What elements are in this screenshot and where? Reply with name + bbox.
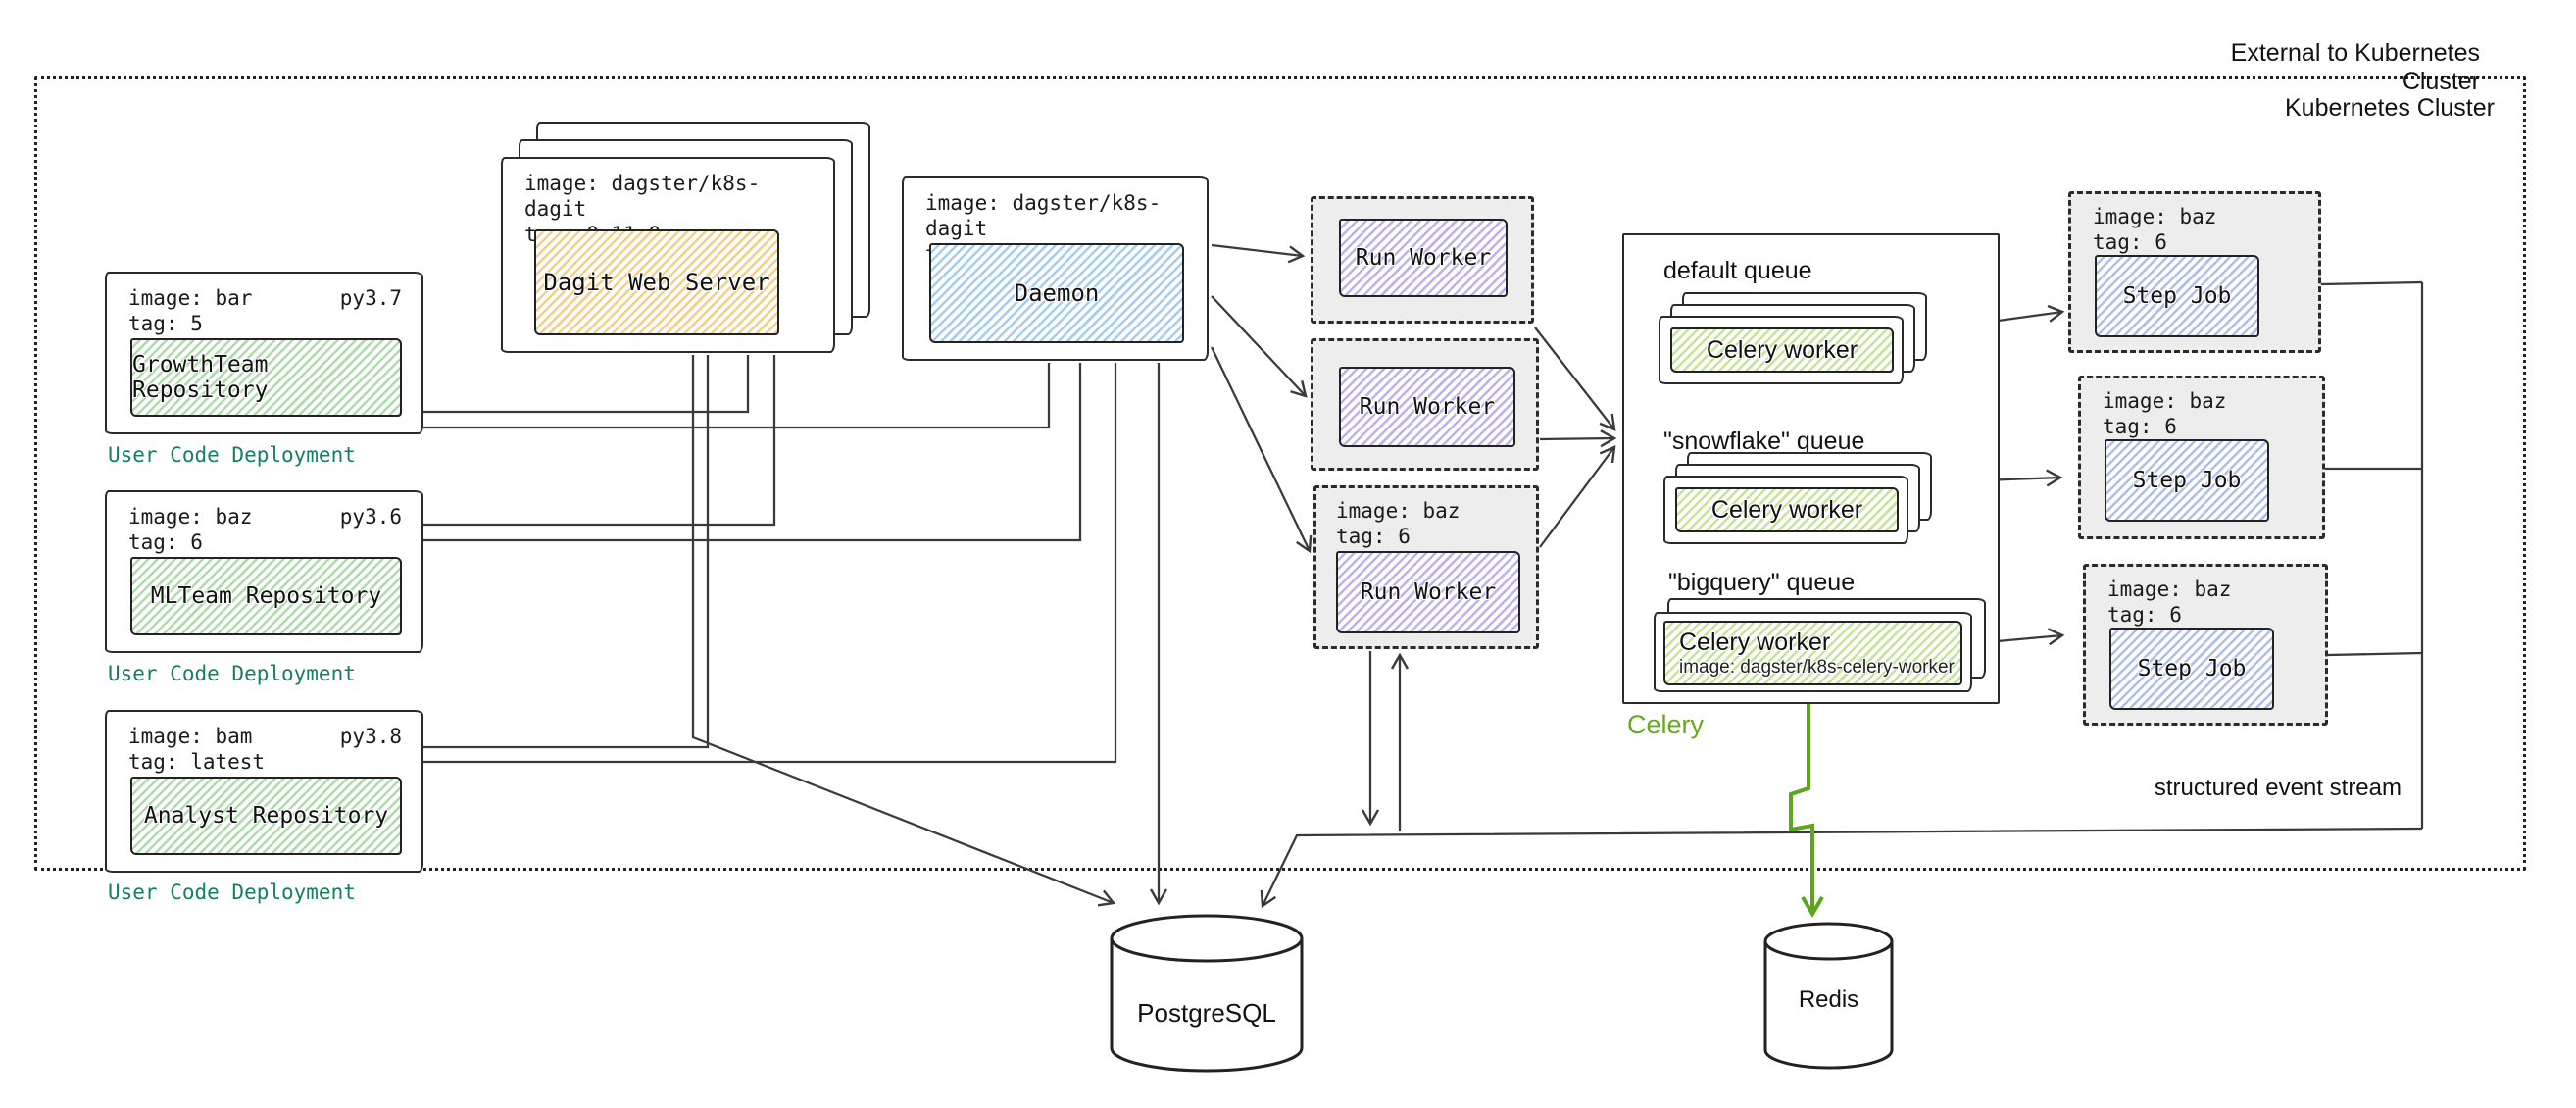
kubernetes-cluster-label: Kubernetes Cluster	[2284, 94, 2495, 122]
user-code-deployment-mlteam: image: baz py3.6 tag: 6 MLTeam Repositor…	[105, 490, 423, 653]
tag-label: tag: 6	[2103, 415, 2177, 438]
step-job-node: Step Job	[2095, 255, 2259, 337]
tag-label: tag: 6	[1336, 525, 1411, 548]
redis-label: Redis	[1798, 986, 1859, 1013]
image-label: image: baz	[2107, 578, 2232, 601]
celery-worker-card: Celery worker image: dagster/k8s-celery-…	[1654, 612, 1972, 692]
daemon-node: Daemon	[929, 243, 1184, 343]
image-label: image: dagster/k8s-dagit	[925, 191, 1162, 240]
queue-title-bigquery: "bigquery" queue	[1668, 569, 1856, 596]
postgresql-label: PostgreSQL	[1137, 998, 1276, 1028]
celery-worker-node: Celery worker	[1675, 487, 1899, 532]
step-job-pod-1: image: baz tag: 6 Step Job	[2068, 191, 2321, 353]
step-job-node: Step Job	[2109, 628, 2274, 710]
celery-worker-image-label: image: dagster/k8s-celery-worker	[1679, 656, 1955, 678]
dagit-web-server-node: Dagit Web Server	[534, 229, 779, 335]
celery-box: default queue Celery worker "snowflake" …	[1622, 233, 2000, 704]
celery-worker-label: Celery worker	[1679, 628, 1831, 656]
user-code-deployment-analyst: image: bam py3.8 tag: latest Analyst Rep…	[105, 710, 423, 873]
celery-worker-stack-bigquery: Celery worker image: dagster/k8s-celery-…	[1654, 598, 1986, 692]
external-cluster-label: External to Kubernetes Cluster	[2230, 39, 2480, 95]
queue-title-default: default queue	[1663, 257, 1812, 284]
image-label: image: baz	[128, 505, 253, 529]
cylinder-shape	[1110, 914, 1304, 1073]
celery-worker-card: Celery worker	[1659, 316, 1904, 384]
user-code-deployment-growthteam: image: bar py3.7 tag: 5 GrowthTeam Repos…	[105, 272, 423, 434]
tag-label: tag: 6	[2107, 603, 2182, 627]
redis-cylinder: Redis	[1762, 920, 1895, 1072]
analyst-repository-node: Analyst Repository	[130, 777, 402, 855]
image-label: image: bar	[128, 286, 253, 310]
celery-worker-node: Celery worker	[1670, 327, 1894, 373]
run-worker-pod-1: Run Worker	[1311, 196, 1534, 324]
image-label: image: dagster/k8s-dagit	[524, 172, 761, 221]
step-job-node: Step Job	[2105, 439, 2269, 522]
step-job-pod-2: image: baz tag: 6 Step Job	[2078, 376, 2325, 539]
tag-label: tag: latest	[128, 750, 266, 774]
step-job-pod-3: image: baz tag: 6 Step Job	[2083, 564, 2328, 726]
celery-worker-stack-snowflake: Celery worker	[1663, 452, 1932, 546]
python-version-label: py3.8	[339, 725, 402, 748]
user-code-deployment-caption: User Code Deployment	[108, 443, 356, 467]
user-code-deployment-caption: User Code Deployment	[108, 881, 356, 904]
tag-label: tag: 6	[128, 530, 203, 554]
celery-worker-stack-default: Celery worker	[1659, 292, 1927, 384]
run-worker-pod-2: Run Worker	[1311, 338, 1539, 471]
event-stream-label: structured event stream	[2154, 775, 2402, 801]
tag-label: tag: 5	[128, 312, 203, 335]
growthteam-repository-node: GrowthTeam Repository	[130, 338, 402, 417]
cylinder-shape	[1763, 922, 1894, 1070]
run-worker-node: Run Worker	[1339, 367, 1515, 447]
postgresql-cylinder: PostgreSQL	[1109, 912, 1305, 1077]
queue-title-snowflake: "snowflake" queue	[1663, 428, 1865, 455]
dagit-card: image: dagster/k8s-dagit tag: 0.11.0 Dag…	[501, 157, 835, 353]
celery-worker-card: Celery worker	[1663, 476, 1908, 544]
tag-label: tag: 6	[2093, 230, 2167, 254]
dagit-web-server-stack: image: dagster/k8s-dagit tag: 0.11.0 Dag…	[501, 122, 870, 353]
image-label: image: baz	[1336, 499, 1461, 523]
run-worker-pod-3: image: baz tag: 6 Run Worker	[1313, 485, 1539, 649]
image-label: image: baz	[2093, 205, 2217, 228]
celery-worker-node: Celery worker image: dagster/k8s-celery-…	[1663, 621, 1962, 685]
user-code-deployment-caption: User Code Deployment	[108, 662, 356, 685]
image-label: image: baz	[2103, 389, 2227, 413]
mlteam-repository-node: MLTeam Repository	[130, 557, 402, 635]
run-worker-node: Run Worker	[1336, 551, 1520, 633]
celery-caption: Celery	[1627, 710, 1705, 739]
python-version-label: py3.7	[339, 286, 402, 310]
python-version-label: py3.6	[339, 505, 402, 529]
daemon-card: image: dagster/k8s-dagit tag: 0.11.0 Dae…	[902, 176, 1209, 361]
image-label: image: bam	[128, 725, 253, 748]
run-worker-node: Run Worker	[1339, 219, 1508, 297]
